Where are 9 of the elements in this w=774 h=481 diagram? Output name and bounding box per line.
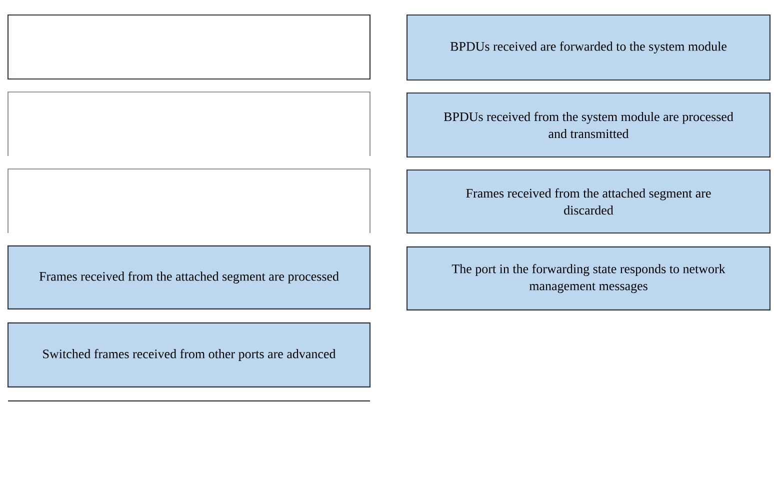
drop-zone bbox=[8, 92, 370, 156]
answer-box: Frames received from the attached segment are processed bbox=[7, 245, 371, 310]
drop-zone bbox=[7, 14, 371, 80]
answer-box: Switched frames received from other ports are advanced bbox=[7, 322, 371, 388]
drop-zone bbox=[8, 168, 370, 234]
answer-box: Frames received from the attached segment are discarded bbox=[406, 169, 771, 234]
answer-box: BPDUs received from the system module are processed and transmitted bbox=[406, 92, 771, 158]
answer-box: The port in the forwarding state responds to network management messages bbox=[406, 246, 771, 311]
answer-box: BPDUs received are forwarded to the system module bbox=[406, 14, 771, 81]
